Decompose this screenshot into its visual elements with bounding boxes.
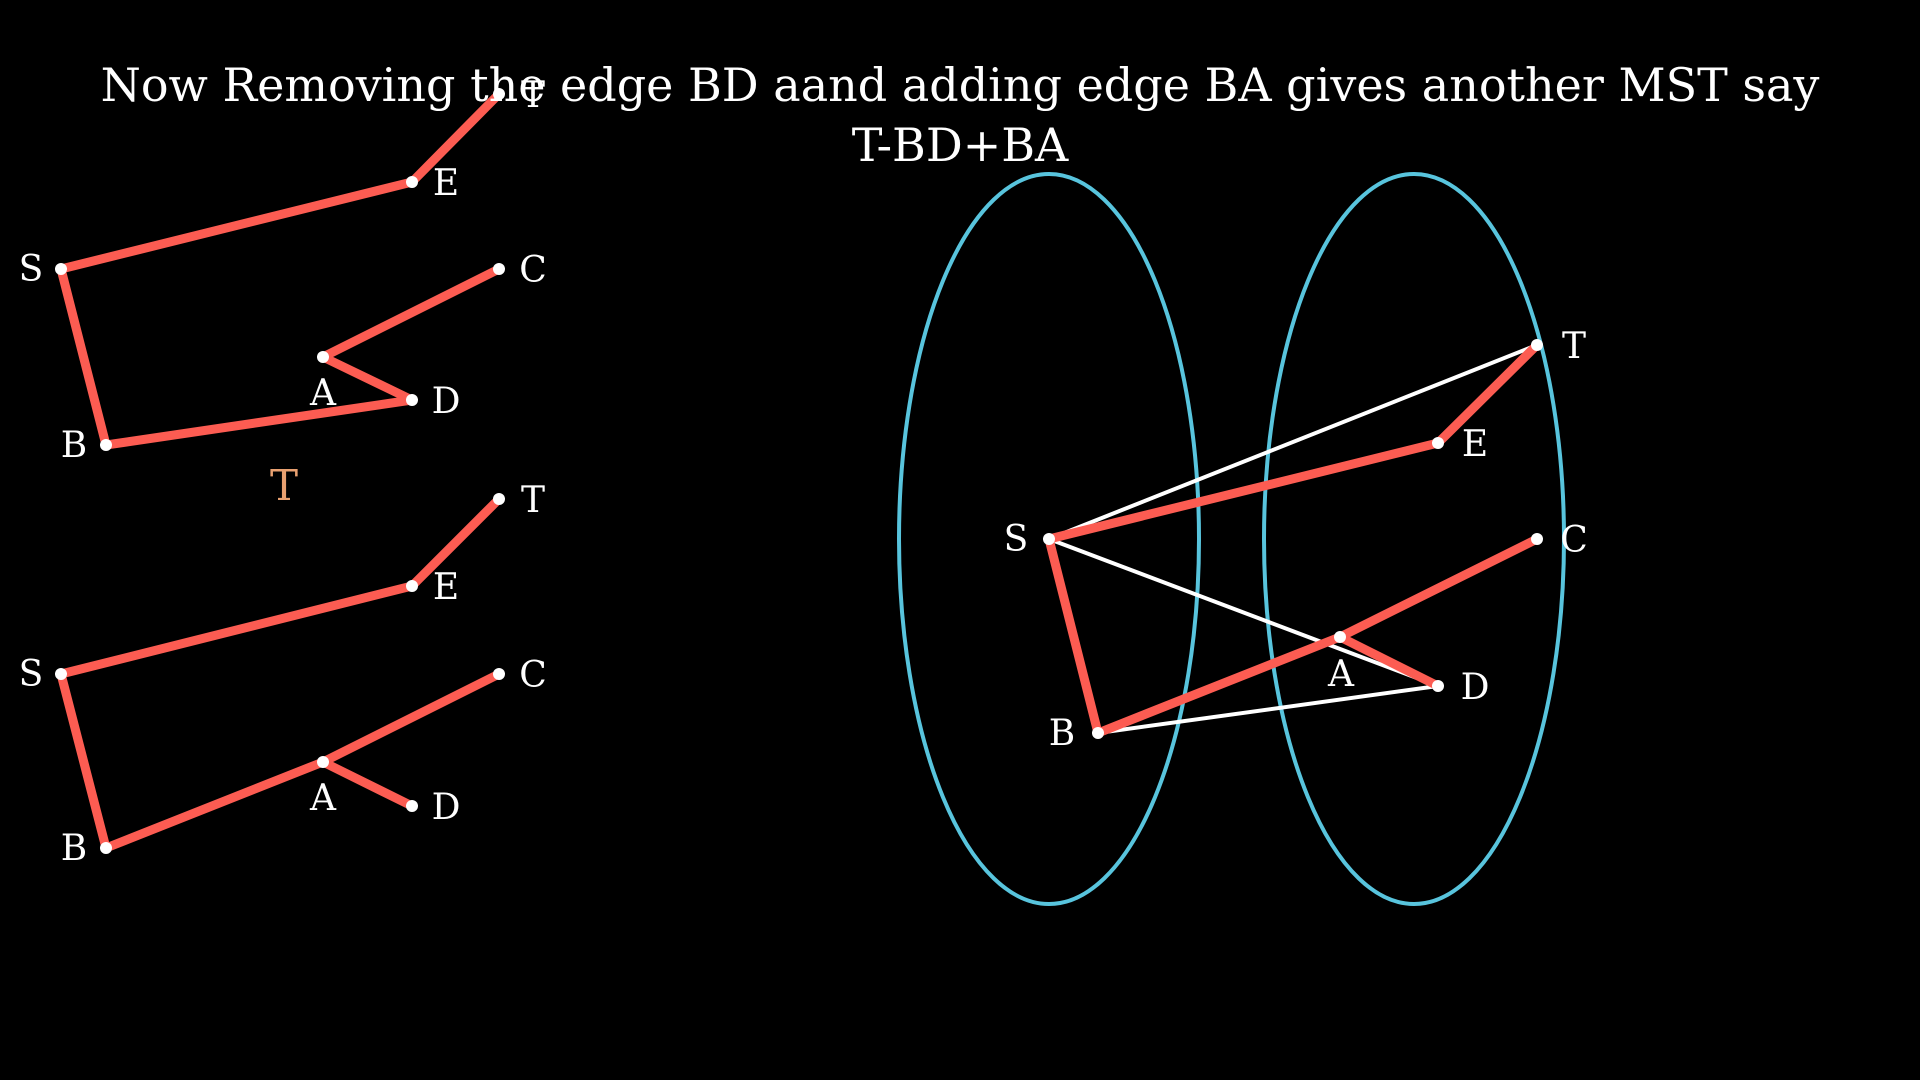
bottom-tree-edge-ba bbox=[101, 757, 328, 853]
bottom-node-a bbox=[317, 756, 329, 768]
graph-edge-sd bbox=[1047, 537, 1440, 688]
graph-label-t: T bbox=[1562, 326, 1586, 367]
bottom-label-a: A bbox=[309, 778, 337, 819]
top-tree-edge-sb bbox=[56, 264, 111, 450]
top-label-d: D bbox=[432, 381, 461, 422]
graph-edge-st bbox=[1047, 343, 1539, 541]
tree-edges bbox=[56, 89, 1542, 853]
graph-label-e: E bbox=[1462, 424, 1488, 465]
top-node-a bbox=[317, 351, 329, 363]
graph-tree-edge-ac bbox=[1335, 534, 1542, 642]
graph-node-e bbox=[1432, 437, 1444, 449]
graph-label-b: B bbox=[1049, 713, 1075, 754]
graph-tree-edge-ba bbox=[1093, 632, 1345, 738]
top-tree-edge-da bbox=[318, 352, 417, 405]
top-node-b bbox=[100, 439, 112, 451]
graph-node-t bbox=[1531, 339, 1543, 351]
top-node-d bbox=[406, 394, 418, 406]
node-labels: S B A D C E T S B A D C E T S B A D C E T T bbox=[19, 75, 1588, 869]
partition-ellipses bbox=[897, 172, 1566, 906]
top-node-c bbox=[493, 263, 505, 275]
top-node-t bbox=[493, 88, 505, 100]
bottom-label-e: E bbox=[433, 567, 459, 608]
bottom-node-d bbox=[406, 800, 418, 812]
top-label-a: A bbox=[309, 373, 337, 414]
graph-label-s: S bbox=[1004, 519, 1029, 560]
bottom-label-c: C bbox=[519, 655, 547, 696]
bottom-tree-edge-et bbox=[407, 494, 504, 591]
top-label-b: B bbox=[61, 425, 87, 466]
bottom-label-d: D bbox=[432, 787, 461, 828]
graph-tree-edge-se bbox=[1044, 438, 1443, 544]
top-label-s: S bbox=[19, 249, 44, 290]
caption-line-1: Now Removing the edge BD aand adding edg… bbox=[100, 58, 1820, 112]
top-tree-edge-bd bbox=[101, 395, 417, 450]
graph-node-a bbox=[1334, 631, 1346, 643]
top-node-e bbox=[406, 176, 418, 188]
graph-label-c: C bbox=[1560, 520, 1588, 561]
bottom-node-s bbox=[55, 668, 67, 680]
top-label-t: T bbox=[521, 75, 545, 116]
top-label-c: C bbox=[519, 250, 547, 291]
top-tree-edge-et bbox=[407, 89, 504, 187]
bottom-tree-edge-sb bbox=[56, 669, 111, 853]
graph-nodes bbox=[55, 88, 1543, 854]
bottom-node-c bbox=[493, 668, 505, 680]
graph-node-s bbox=[1043, 533, 1055, 545]
partition-ellipse-right bbox=[1262, 172, 1566, 906]
bottom-label-b: B bbox=[61, 828, 87, 869]
top-tree-edge-se bbox=[56, 177, 417, 274]
graph-node-c bbox=[1531, 533, 1543, 545]
graph-label-d: D bbox=[1461, 667, 1490, 708]
graph-tree-edge-ad bbox=[1335, 632, 1443, 691]
graph-edge-bd bbox=[1096, 684, 1440, 735]
bottom-label-t: T bbox=[521, 480, 545, 521]
bottom-node-b bbox=[100, 842, 112, 854]
top-tree-edge-ac bbox=[318, 264, 504, 362]
bottom-tree-edge-ad bbox=[318, 757, 417, 811]
bottom-node-e bbox=[406, 580, 418, 592]
tree-name-label: T bbox=[270, 461, 298, 510]
graph-node-b bbox=[1092, 727, 1104, 739]
bottom-tree-edge-se bbox=[56, 581, 417, 679]
caption-line-2: T-BD+BA bbox=[851, 118, 1069, 172]
bottom-tree-edge-ac bbox=[318, 669, 504, 767]
graph-label-a: A bbox=[1327, 654, 1355, 695]
bottom-node-t bbox=[493, 493, 505, 505]
bottom-label-s: S bbox=[19, 654, 44, 695]
top-node-s bbox=[55, 263, 67, 275]
graph-tree-edge-et bbox=[1433, 340, 1542, 448]
graph-edges bbox=[1047, 343, 1539, 735]
top-label-e: E bbox=[433, 163, 459, 204]
graph-node-d bbox=[1432, 680, 1444, 692]
partition-ellipse-left bbox=[897, 172, 1201, 906]
graph-tree-edge-sb bbox=[1044, 534, 1103, 738]
